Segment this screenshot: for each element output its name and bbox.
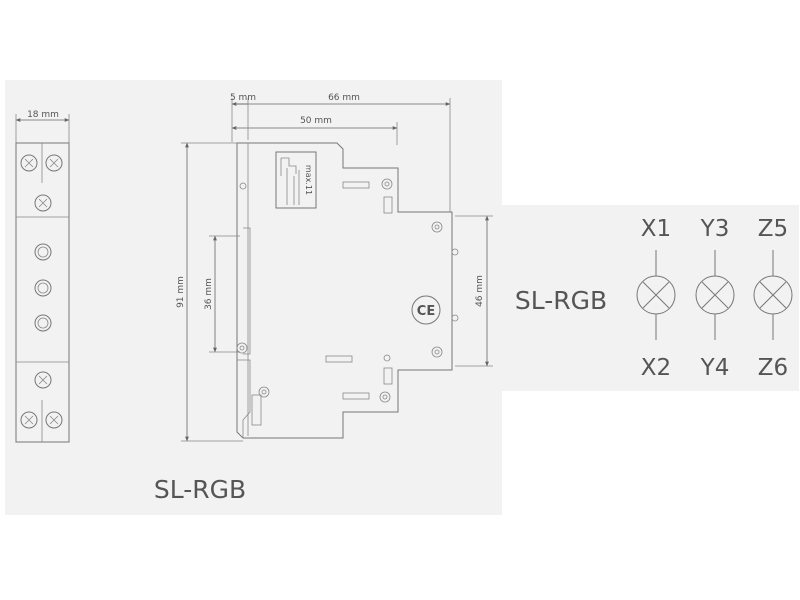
dim-46mm: 46 mm <box>475 275 485 307</box>
dim-18mm: 18 mm <box>27 110 59 120</box>
lamp-2-top-label: Y3 <box>700 216 730 242</box>
dim-66mm: 66 mm <box>328 93 360 103</box>
dim-36mm: 36 mm <box>204 278 214 310</box>
front-view: 18 mm <box>15 110 70 443</box>
product-name: SL-RGB <box>154 475 246 504</box>
symbol-panel-title: SL-RGB <box>515 286 607 315</box>
lamp-3-top-label: Z5 <box>758 216 788 242</box>
front-leds <box>34 243 52 332</box>
symbol-panel <box>502 205 799 391</box>
side-view: 5 mm 66 mm 50 mm 91 mm 36 mm 46 mm max.1… <box>176 93 493 442</box>
lamp-1-top-label: X1 <box>641 216 671 242</box>
device-label: max.11 <box>304 165 313 195</box>
lamp-symbols: SL-RGB X1 X2 Y3 Y4 Z5 Z6 <box>515 216 793 381</box>
ce-mark: CE <box>417 304 435 319</box>
lamp-2-bottom-label: Y4 <box>700 355 730 381</box>
drawing-panel <box>5 80 502 515</box>
dim-91mm: 91 mm <box>176 276 186 308</box>
dim-50mm: 50 mm <box>300 116 332 126</box>
ce-mark-icon <box>411 295 441 325</box>
lamp-1-bottom-label: X2 <box>641 355 671 381</box>
lamp-3-bottom-label: Z6 <box>758 355 788 381</box>
front-screw-terminals <box>20 154 63 429</box>
dim-5mm: 5 mm <box>230 93 256 103</box>
